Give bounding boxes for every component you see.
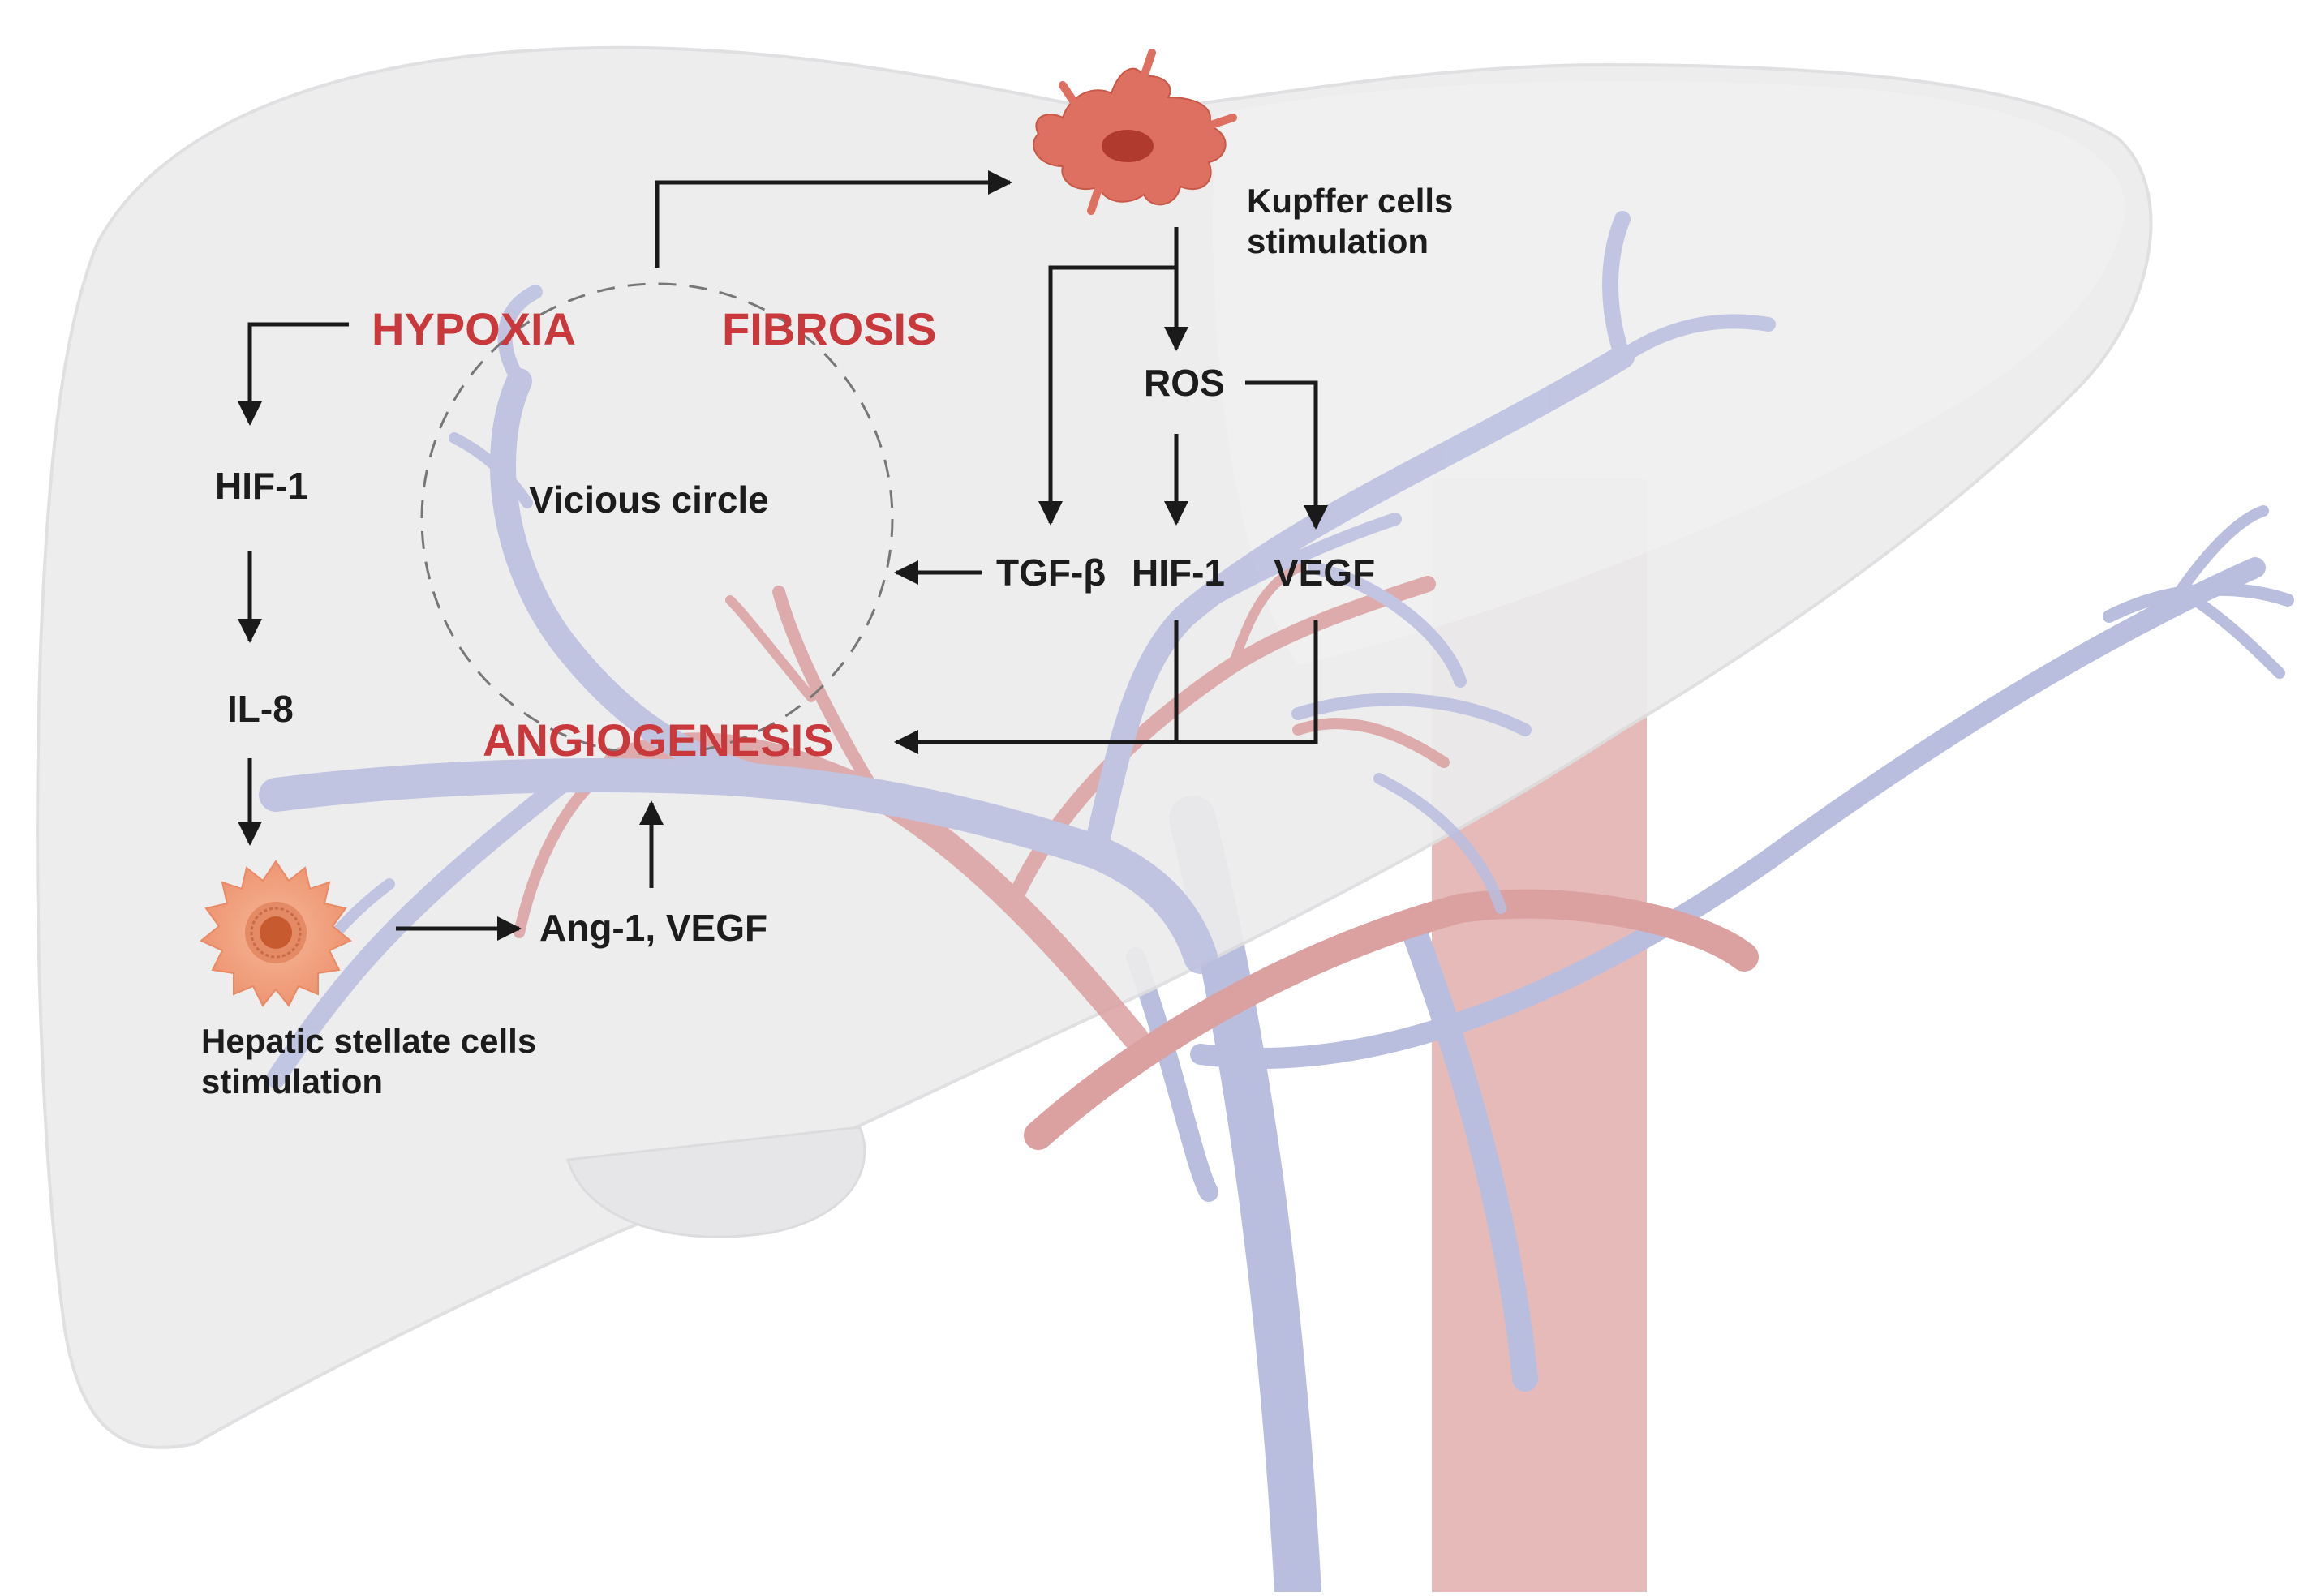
stellate-label-line1: Hepatic stellate cells xyxy=(201,1022,536,1060)
arrow-hif1-vegf-to-angiogenesis xyxy=(894,620,1318,754)
hepatic-stellate-cell-icon xyxy=(200,860,352,1007)
kupffer-label-line2: stimulation xyxy=(1247,222,1429,260)
kupffer-label-line1: Kupffer cells xyxy=(1247,182,1453,220)
il8-label: IL-8 xyxy=(227,688,294,730)
kupffer-cell-icon xyxy=(1033,49,1237,215)
right-vegf-label: VEGF xyxy=(1274,551,1375,594)
hypoxia-label: HYPOXIA xyxy=(372,303,576,354)
vicious-circle-ring xyxy=(420,282,894,756)
angiogenesis-label: ANGIOGENESIS xyxy=(483,714,834,766)
arrow-hypoxia-to-hif1 xyxy=(238,322,349,426)
arrow-ros-to-vegf xyxy=(1245,380,1328,530)
ang-vegf-label: Ang-1, VEGF xyxy=(539,907,767,949)
fibrosis-label: FIBROSIS xyxy=(722,303,936,354)
pathway-arrows xyxy=(238,170,1328,941)
vicious-circle-label: Vicious circle xyxy=(529,478,769,521)
ros-label: ROS xyxy=(1144,362,1225,404)
left-hif1-label: HIF-1 xyxy=(215,465,308,507)
arrow-kupffer-to-tgf xyxy=(1038,265,1176,526)
right-hif1-label: HIF-1 xyxy=(1132,551,1225,594)
liver-icon xyxy=(36,45,2153,1449)
intrahepatic-vessels-icon xyxy=(259,211,1776,1088)
arrow-circle-to-kupffer xyxy=(655,170,1012,268)
stellate-label-line2: stimulation xyxy=(201,1062,383,1100)
tgf-beta-label: TGF-β xyxy=(996,551,1106,594)
